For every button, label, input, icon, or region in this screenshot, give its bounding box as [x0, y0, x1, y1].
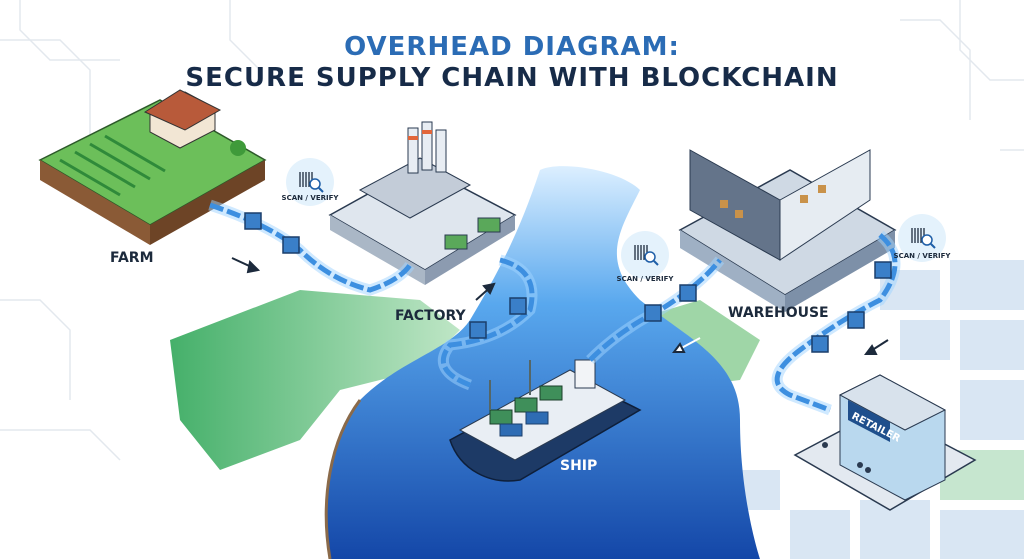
magnifier-check-icon — [309, 178, 321, 190]
title-line-2: SECURE SUPPLY CHAIN WITH BLOCKCHAIN — [185, 63, 838, 93]
retailer-station: RETAILER — [793, 374, 977, 511]
ship-label: SHIP — [560, 458, 597, 474]
blockchain-chain-farm-factory — [208, 199, 415, 296]
scan-verify-checkpoint: SCAN / VERIFY — [617, 231, 675, 283]
block-icon — [644, 304, 662, 322]
river — [326, 166, 760, 559]
land-area — [170, 290, 460, 470]
retailer-sign — [848, 400, 890, 442]
blockchain-chain-factory-ship — [437, 254, 538, 391]
flow-arrows — [231, 257, 889, 355]
block-icon — [509, 297, 527, 315]
block-icon — [811, 335, 829, 353]
riverbank — [324, 399, 362, 559]
block-icon — [679, 284, 697, 302]
scan-verify-checkpoint: SCAN / VERIFY — [282, 158, 340, 206]
scan-verify-label: SCAN / VERIFY — [617, 275, 675, 283]
tree — [230, 140, 246, 156]
block-icon — [282, 236, 300, 254]
farm-station — [38, 89, 267, 245]
farmhouse — [143, 89, 222, 149]
scan-verify-checkpoint: SCAN / VERIFY — [894, 214, 952, 262]
factory-label: FACTORY — [395, 308, 467, 324]
block-icon — [847, 311, 865, 329]
magnifier-check-icon — [644, 251, 656, 263]
magnifier-check-icon — [921, 234, 933, 246]
block-icon — [244, 212, 262, 230]
scan-verify-label: SCAN / VERIFY — [282, 194, 340, 202]
truck — [477, 217, 501, 233]
cargo-ship — [449, 359, 642, 482]
city-map-grid — [720, 260, 1024, 559]
smokestacks — [407, 121, 447, 174]
scan-verify-label: SCAN / VERIFY — [894, 252, 952, 260]
title-line-1: OVERHEAD DIAGRAM: — [344, 32, 680, 62]
blockchain-chain-warehouse-retailer — [771, 230, 901, 416]
block-icon — [469, 321, 487, 339]
blockchain-chain-ship-warehouse — [586, 256, 725, 364]
factory-station — [328, 121, 517, 285]
truck — [444, 234, 468, 250]
circuit-background — [0, 0, 1024, 461]
farm-label: FARM — [110, 250, 154, 266]
block-icon — [874, 261, 892, 279]
ship-bridge — [574, 359, 596, 389]
warehouse-label: WAREHOUSE — [728, 305, 829, 321]
warehouse-station — [678, 149, 897, 312]
